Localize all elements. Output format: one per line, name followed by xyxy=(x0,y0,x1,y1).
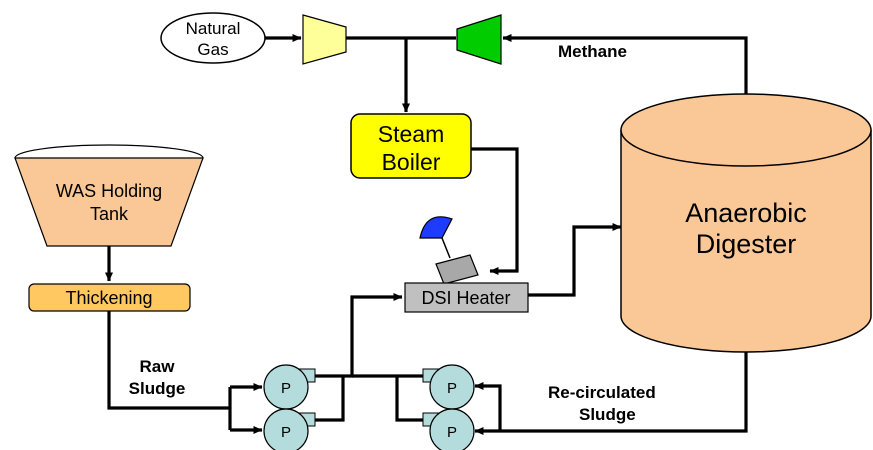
dsi-heater-label: DSI Heater xyxy=(421,288,510,308)
valve-actuator-icon xyxy=(419,216,453,239)
gas-compressor xyxy=(302,14,347,65)
was-holding-tank: WAS Holding Tank xyxy=(14,144,204,247)
natural-gas-source: Natural Gas xyxy=(160,12,266,64)
pipe-right-outlet-bottom xyxy=(395,376,424,422)
natural-gas-label-line1: Natural xyxy=(186,19,241,38)
digester-label-line2: Digester xyxy=(696,229,797,259)
steam-boiler-box xyxy=(350,113,472,179)
anaerobic-digester: Anaerobic Digester xyxy=(620,93,872,353)
pump-right-bottom: P xyxy=(422,408,475,450)
steam-boiler-label-line1: Steam xyxy=(378,121,444,147)
raw-sludge-label-line2: Sludge xyxy=(129,379,186,398)
pump-left-bottom: P xyxy=(263,408,316,450)
pump-label: P xyxy=(281,380,291,397)
pipes xyxy=(105,34,748,435)
methane-compressor xyxy=(456,14,502,65)
pump-circle xyxy=(263,408,309,450)
digester-top xyxy=(620,93,872,167)
thickening-unit: Thickening xyxy=(28,283,191,312)
recirculated-sludge-label-line2: Sludge xyxy=(579,405,636,424)
was-tank-label-line2: Tank xyxy=(90,204,129,224)
pump-label: P xyxy=(281,424,291,441)
valve-body xyxy=(435,254,479,285)
digester-body xyxy=(620,130,872,353)
natural-gas-ellipse xyxy=(160,12,266,64)
pipe-steam xyxy=(471,147,519,275)
pump-left-top: P xyxy=(263,364,316,410)
pump-circle xyxy=(429,408,475,450)
valve-stem xyxy=(441,237,451,259)
dsi-heater-box xyxy=(404,282,529,313)
digester-label-line1: Anaerobic xyxy=(685,198,807,228)
pipe-feed-to-heater xyxy=(314,293,403,378)
pipe-recirc-top xyxy=(474,382,502,431)
thickening-box xyxy=(28,283,191,312)
steam-boiler: Steam Boiler xyxy=(350,113,472,179)
pipe-recirc-sludge xyxy=(474,350,748,435)
pipe-left-outlet-bottom xyxy=(314,376,345,422)
raw-sludge-label-line1: Raw xyxy=(140,357,176,376)
natural-gas-label-line2: Gas xyxy=(197,40,228,59)
pump-right-top: P xyxy=(422,364,475,410)
steam-boiler-label-line2: Boiler xyxy=(382,149,441,175)
pump-label: P xyxy=(447,380,457,397)
dsi-heater: DSI Heater xyxy=(404,216,529,313)
pipe-raw-sludge xyxy=(107,310,230,410)
pipe-methane xyxy=(502,34,748,115)
was-tank-label-line1: WAS Holding xyxy=(56,181,162,201)
was-tank-body xyxy=(14,157,204,247)
methane-label: Methane xyxy=(558,42,627,61)
pipe-heated-sludge xyxy=(528,223,622,297)
recirculated-sludge-label-line1: Re-circulated xyxy=(548,383,656,402)
pump-label: P xyxy=(447,424,457,441)
thickening-label: Thickening xyxy=(65,288,152,308)
